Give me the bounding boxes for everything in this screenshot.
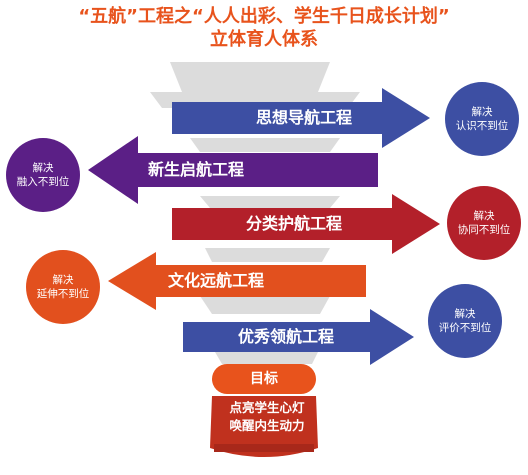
outcome-yanshen-line2: 延伸不到位 — [36, 288, 90, 300]
outcome-rongru-line1: 解决 — [32, 162, 54, 174]
arrow-fenlei — [172, 194, 440, 254]
arrow-label-xinsheng: 新生启航工程 — [148, 160, 245, 179]
diagram-title-line2: 立体育人体系 — [210, 29, 318, 50]
goal-badge: 目标 — [212, 364, 316, 394]
outcome-renshi-line2: 认识不到位 — [455, 120, 509, 132]
outcome-rongru-line2: 融入不到位 — [16, 176, 70, 188]
outcome-circle-yanshen: 解决 延伸不到位 — [26, 250, 100, 324]
bulb-base-line1: 点亮学生心灯 — [229, 400, 305, 415]
arrow-xinsheng — [88, 136, 378, 204]
arrow-label-youxiu: 优秀领航工程 — [238, 327, 335, 346]
outcome-renshi-line1: 解决 — [471, 106, 493, 118]
arrow-wenhua — [108, 252, 366, 310]
outcome-pingjia-line1: 解决 — [454, 308, 476, 320]
outcome-xietong-line1: 解决 — [473, 210, 495, 222]
bulb-base-ring — [214, 444, 314, 452]
spiral-backdrop — [150, 62, 360, 364]
arrow-label-sixiang: 思想导航工程 — [256, 108, 353, 127]
diagram-title-line1: “五航”工程之“人人出彩、学生千日成长计划” — [78, 6, 450, 27]
outcome-xietong-line2: 协同不到位 — [457, 224, 511, 236]
arrow-label-fenlei: 分类护航工程 — [246, 214, 343, 233]
outcome-circle-xietong: 解决 协同不到位 — [447, 186, 521, 260]
outcome-circle-renshi: 解决 认识不到位 — [445, 82, 519, 156]
outcome-circle-rongru: 解决 融入不到位 — [6, 138, 80, 212]
arrow-label-wenhua: 文化远航工程 — [168, 271, 265, 290]
outcome-pingjia-line2: 评价不到位 — [438, 322, 492, 334]
bulb-base-text: 点亮学生心灯 唤醒内生动力 — [222, 399, 312, 435]
outcome-circle-pingjia: 解决 评价不到位 — [428, 284, 502, 358]
outcome-yanshen-line1: 解决 — [52, 274, 74, 286]
arrow-youxiu — [183, 309, 414, 365]
arrow-sixiang — [172, 88, 430, 148]
bulb-base — [210, 396, 318, 457]
bulb-base-line2: 唤醒内生动力 — [229, 418, 305, 433]
